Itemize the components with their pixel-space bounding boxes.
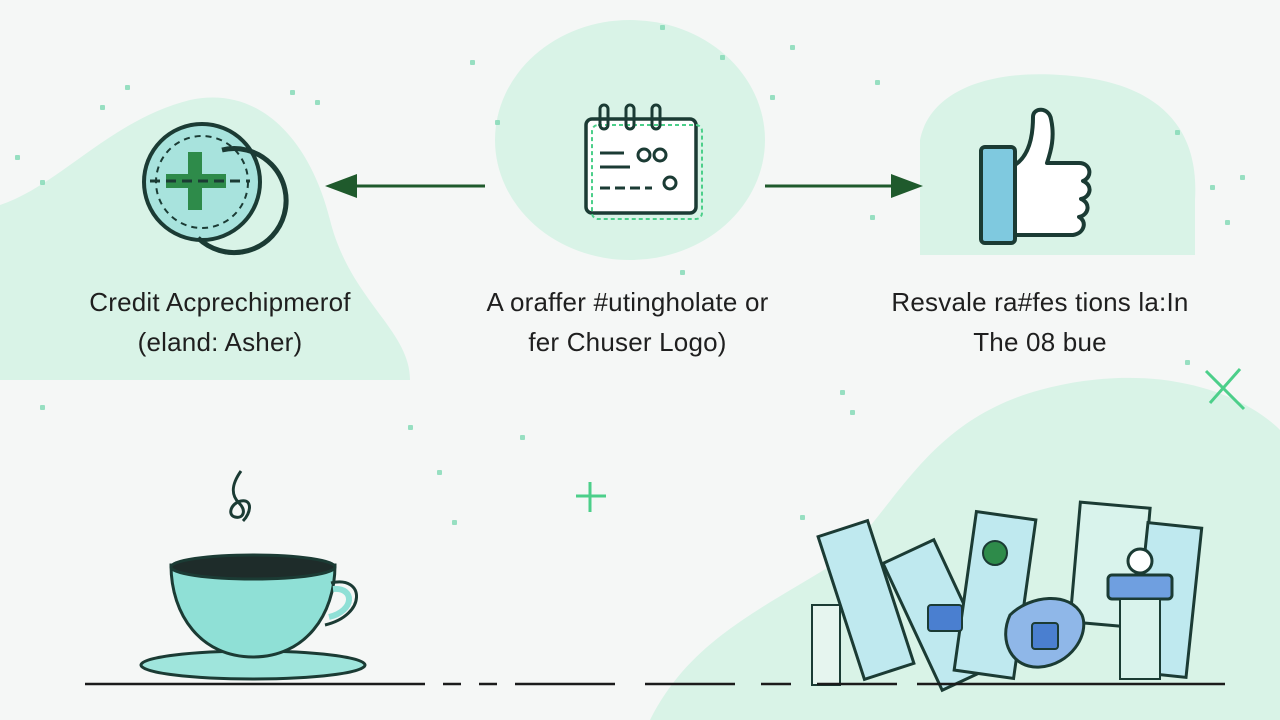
step-label-line2: The 08 bue — [973, 327, 1107, 357]
tea-cup-icon — [139, 470, 367, 681]
step-label-line2: fer Chuser Logo) — [528, 327, 727, 357]
arrow-left-icon — [325, 174, 485, 198]
plus-circle-icon — [142, 122, 289, 256]
sparkle-x-icon — [1204, 368, 1246, 411]
step-label-line2: (eland: Asher) — [137, 327, 303, 357]
step-label-line1: Credit Acprechipmerof — [89, 287, 351, 317]
thumbs-up-icon — [979, 107, 1092, 245]
notepad-icon — [584, 103, 703, 220]
document-pile-illustration — [811, 500, 1204, 693]
ground-line — [85, 682, 1225, 686]
arrow-right-icon — [765, 174, 923, 198]
step-label-line1: Resvale ra#fes tions la:In — [891, 287, 1189, 317]
step-label-resvale: Resvale ra#fes tions la:In The 08 bue — [865, 282, 1215, 362]
step-label-credit: Credit Acprechipmerof (eland: Asher) — [60, 282, 380, 362]
step-label-offer: A oraffer #utingholate or fer Chuser Log… — [455, 282, 800, 362]
step-label-line1: A oraffer #utingholate or — [486, 287, 769, 317]
sparkle-plus-icon — [576, 482, 606, 512]
